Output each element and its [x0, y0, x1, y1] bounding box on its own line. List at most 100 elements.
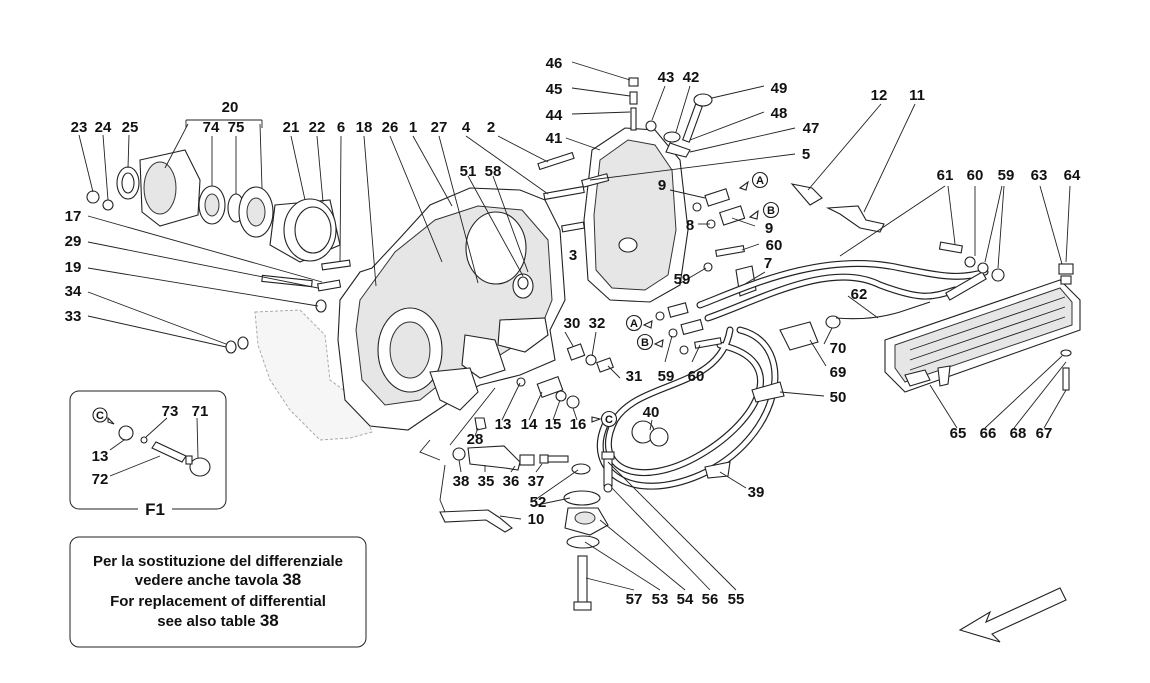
part-label-75: 75 [228, 119, 245, 136]
engine-mount-bracket-outline [254, 309, 373, 441]
part-label-60-right: 60 [967, 167, 984, 184]
part-label-67: 67 [1036, 425, 1053, 442]
part-label-7: 7 [764, 255, 772, 272]
part-label-59-right: 59 [998, 167, 1015, 184]
part-label-5: 5 [802, 146, 810, 163]
part-label-45: 45 [546, 81, 563, 98]
part-label-29: 29 [65, 233, 82, 250]
part-label-37: 37 [528, 473, 545, 490]
part-label-60-upper: 60 [766, 237, 783, 254]
connector-markers: A B A B C [591, 171, 780, 428]
arrow-down-left-icon [958, 587, 1067, 643]
part-label-48: 48 [771, 105, 788, 122]
part-label-21: 21 [283, 119, 300, 136]
svg-text:A: A [756, 175, 764, 187]
part-label-60-low: 60 [688, 368, 705, 385]
part-label-19: 19 [65, 259, 82, 276]
note-line-2: vedere anche tavola 38 [135, 570, 302, 589]
part-label-24: 24 [95, 119, 112, 136]
part-label-61: 61 [937, 167, 954, 184]
leader-lines [78, 61, 1071, 591]
part-label-9-lower: 9 [765, 220, 773, 237]
oil-cooler [884, 241, 1081, 393]
part-label-20: 20 [222, 99, 239, 116]
part-label-4: 4 [462, 119, 471, 136]
part-label-22: 22 [309, 119, 326, 136]
svg-text:C: C [605, 414, 613, 426]
side-cover [537, 77, 713, 303]
part-label-63: 63 [1031, 167, 1048, 184]
part-label-55: 55 [728, 591, 745, 608]
part-label-39: 39 [748, 484, 765, 501]
part-label-58: 58 [485, 163, 502, 180]
part-label-44: 44 [546, 107, 563, 124]
note-line-4: see also table 38 [157, 611, 278, 630]
part-label-6: 6 [337, 119, 345, 136]
gearbox-housing [337, 187, 566, 431]
part-label-38: 38 [453, 473, 470, 490]
part-label-18: 18 [356, 119, 373, 136]
svg-text:A: A [630, 318, 638, 330]
inset-label-73: 73 [162, 403, 179, 420]
part-label-56: 56 [702, 591, 719, 608]
part-label-3: 3 [569, 247, 577, 264]
part-label-25: 25 [122, 119, 139, 136]
part-label-46: 46 [546, 55, 563, 72]
part-label-33: 33 [65, 308, 82, 325]
part-label-64: 64 [1064, 167, 1081, 184]
part-label-34: 34 [65, 283, 82, 300]
part-label-16: 16 [570, 416, 587, 433]
part-label-57: 57 [626, 591, 643, 608]
note-line-1: Per la sostituzione del differenziale [93, 553, 343, 570]
part-label-42: 42 [683, 69, 700, 86]
part-label-66: 66 [980, 425, 997, 442]
part-label-26: 26 [382, 119, 399, 136]
inset-title: F1 [145, 500, 165, 519]
part-label-35: 35 [478, 473, 495, 490]
connector-b-marker [762, 201, 780, 219]
part-label-23: 23 [71, 119, 88, 136]
part-label-28: 28 [467, 431, 484, 448]
part-label-11: 11 [909, 87, 925, 104]
part-label-43: 43 [658, 69, 675, 86]
connector-a-marker [751, 171, 769, 189]
part-label-69: 69 [830, 364, 847, 381]
part-label-47: 47 [803, 120, 820, 137]
input-shaft-assembly [86, 149, 341, 263]
inset-label-13: 13 [92, 448, 109, 465]
part-label-41: 41 [546, 130, 563, 147]
part-label-74: 74 [203, 119, 220, 136]
part-label-65: 65 [950, 425, 967, 442]
part-label-49: 49 [771, 80, 788, 97]
part-label-32: 32 [589, 315, 606, 332]
part-label-59-low: 59 [658, 368, 675, 385]
part-label-31: 31 [626, 368, 643, 385]
inset-f1: F1 C 73 71 13 72 [69, 390, 227, 519]
part-label-51: 51 [460, 163, 477, 180]
part-label-13: 13 [495, 416, 512, 433]
part-label-68: 68 [1010, 425, 1027, 442]
part-label-53: 53 [652, 591, 669, 608]
part-label-52: 52 [530, 494, 547, 511]
part-label-2: 2 [487, 119, 495, 136]
inset-connector-c [92, 407, 108, 423]
part-label-54: 54 [677, 591, 694, 608]
connector-a-marker-2 [625, 314, 643, 332]
connector-b-marker-2 [636, 333, 654, 351]
inset-label-71: 71 [192, 403, 209, 420]
part-label-62: 62 [851, 286, 868, 303]
oil-cooler-hoses [596, 259, 989, 490]
replacement-note: Per la sostituzione del differenziale ve… [69, 536, 367, 648]
part-label-9-upper: 9 [658, 177, 666, 194]
note-line-3: For replacement of differential [110, 593, 326, 610]
part-number-labels: 20 23 24 25 74 75 21 22 6 18 26 1 27 4 2… [65, 55, 1081, 608]
part-label-8: 8 [686, 217, 694, 234]
part-label-1: 1 [409, 119, 417, 136]
inset-label-72: 72 [92, 471, 109, 488]
part-label-70: 70 [830, 340, 847, 357]
part-label-14: 14 [521, 416, 538, 433]
gearbox-mount [563, 451, 615, 611]
part-label-27: 27 [431, 119, 448, 136]
part-label-12: 12 [871, 87, 888, 104]
part-label-17: 17 [65, 208, 82, 225]
